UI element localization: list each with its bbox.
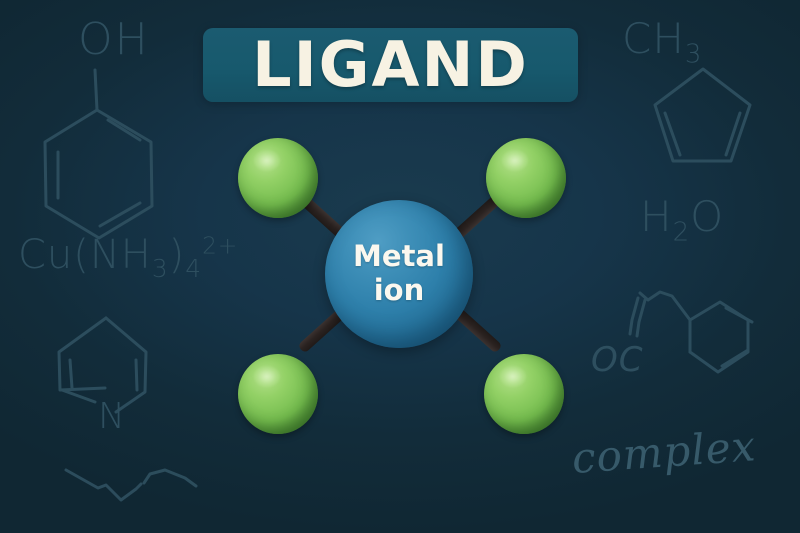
formula-water: H2O <box>640 192 724 247</box>
formula-h: H <box>640 192 673 241</box>
formula-methyl: CH3 <box>622 14 702 69</box>
formula-cu-paren: ) <box>168 232 186 278</box>
title-banner: LIGAND <box>203 28 578 102</box>
metal-ion-label-line2: ion <box>373 273 425 307</box>
formula-hydroxyl: OH <box>78 14 150 65</box>
metal-ion-label-line1: Metal <box>353 239 445 274</box>
formula-cu-main: Cu(NH <box>18 232 152 278</box>
ligand-sphere-top-left <box>238 138 318 218</box>
formula-cu-sub-3: 3 <box>151 254 169 283</box>
formula-ch-sub-3: 3 <box>684 39 703 70</box>
formula-carbonyl: OC <box>591 340 644 380</box>
metal-ion-sphere: Metal ion <box>325 200 473 348</box>
ligand-sphere-bottom-left <box>238 354 318 434</box>
formula-water-sub-2: 2 <box>672 217 691 248</box>
formula-cu-sub-4: 4 <box>185 254 203 283</box>
formula-o: O <box>690 192 725 241</box>
formula-nitrogen: N <box>98 396 125 437</box>
formula-cu-charge: 2+ <box>202 232 239 260</box>
formula-copper-ammine: Cu(NH3)42+ <box>18 232 238 283</box>
page-title: LIGAND <box>252 28 529 101</box>
formula-ch-main: CH <box>622 14 685 63</box>
ligand-sphere-bottom-right <box>484 354 564 434</box>
ligand-sphere-top-right <box>486 138 566 218</box>
